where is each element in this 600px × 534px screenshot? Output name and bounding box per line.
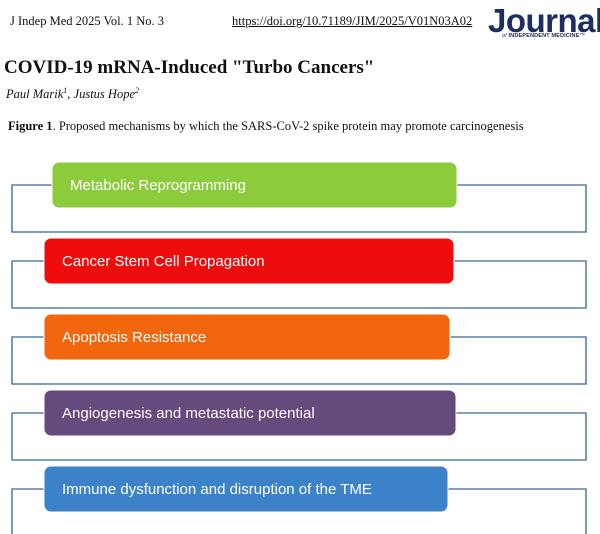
logo-word: Journal (488, 2, 600, 39)
figure-label: Figure 1 (8, 119, 53, 133)
mechanism-label: Metabolic Reprogramming (70, 177, 246, 194)
logo-tagline: of INDEPENDENT MEDICINE™ (502, 33, 585, 39)
journal-logo: Journal of INDEPENDENT MEDICINE™ (488, 2, 600, 42)
bracket-connector (11, 260, 587, 309)
author-affiliation: 2 (135, 86, 139, 95)
mechanism-box (51, 161, 458, 209)
author-list: Paul Marik1, Justus Hope2 (6, 86, 139, 102)
mechanism-label: Apoptosis Resistance (62, 329, 206, 346)
logo-tagline-prefix: of (502, 33, 509, 39)
mechanism-label: Angiogenesis and metastatic potential (62, 405, 315, 422)
mechanism-item: Apoptosis Resistance (11, 313, 587, 385)
mechanism-item: Cancer Stem Cell Propagation (11, 237, 587, 309)
paper-title: COVID-19 mRNA-Induced "Turbo Cancers" (4, 57, 375, 78)
logo-tagline-main: INDEPENDENT MEDICINE (508, 33, 580, 39)
bracket-connector (11, 412, 587, 461)
author-name: Justus Hope (73, 87, 135, 102)
journal-citation: J Indep Med 2025 Vol. 1 No. 3 (10, 14, 165, 28)
mechanism-label: Cancer Stem Cell Propagation (62, 253, 265, 270)
mechanism-box (43, 313, 451, 361)
mechanism-box (43, 237, 455, 285)
mechanism-item: Angiogenesis and metastatic potential (11, 389, 587, 461)
bracket-connector (11, 184, 587, 233)
mechanism-box (43, 389, 457, 437)
figure-caption-text: . Proposed mechanisms by which the SARS-… (52, 119, 524, 133)
author-affiliation: 1 (63, 86, 68, 95)
author-separator: , (67, 87, 74, 102)
mechanism-item: Immune dysfunction and disruption of the… (11, 465, 587, 534)
doi-link[interactable]: https://doi.org/10.71189/JIM/2025/V01N03… (232, 14, 473, 28)
figure-caption: Figure 1. Proposed mechanisms by which t… (8, 119, 524, 134)
bracket-connector (11, 336, 587, 385)
logo-tagline-suffix: ™ (579, 33, 586, 39)
mechanism-label: Immune dysfunction and disruption of the… (62, 481, 372, 498)
bracket-connector (11, 488, 587, 534)
mechanism-item: Metabolic Reprogramming (11, 161, 587, 233)
author-name: Paul Marik (6, 87, 64, 102)
mechanism-box (43, 465, 449, 513)
